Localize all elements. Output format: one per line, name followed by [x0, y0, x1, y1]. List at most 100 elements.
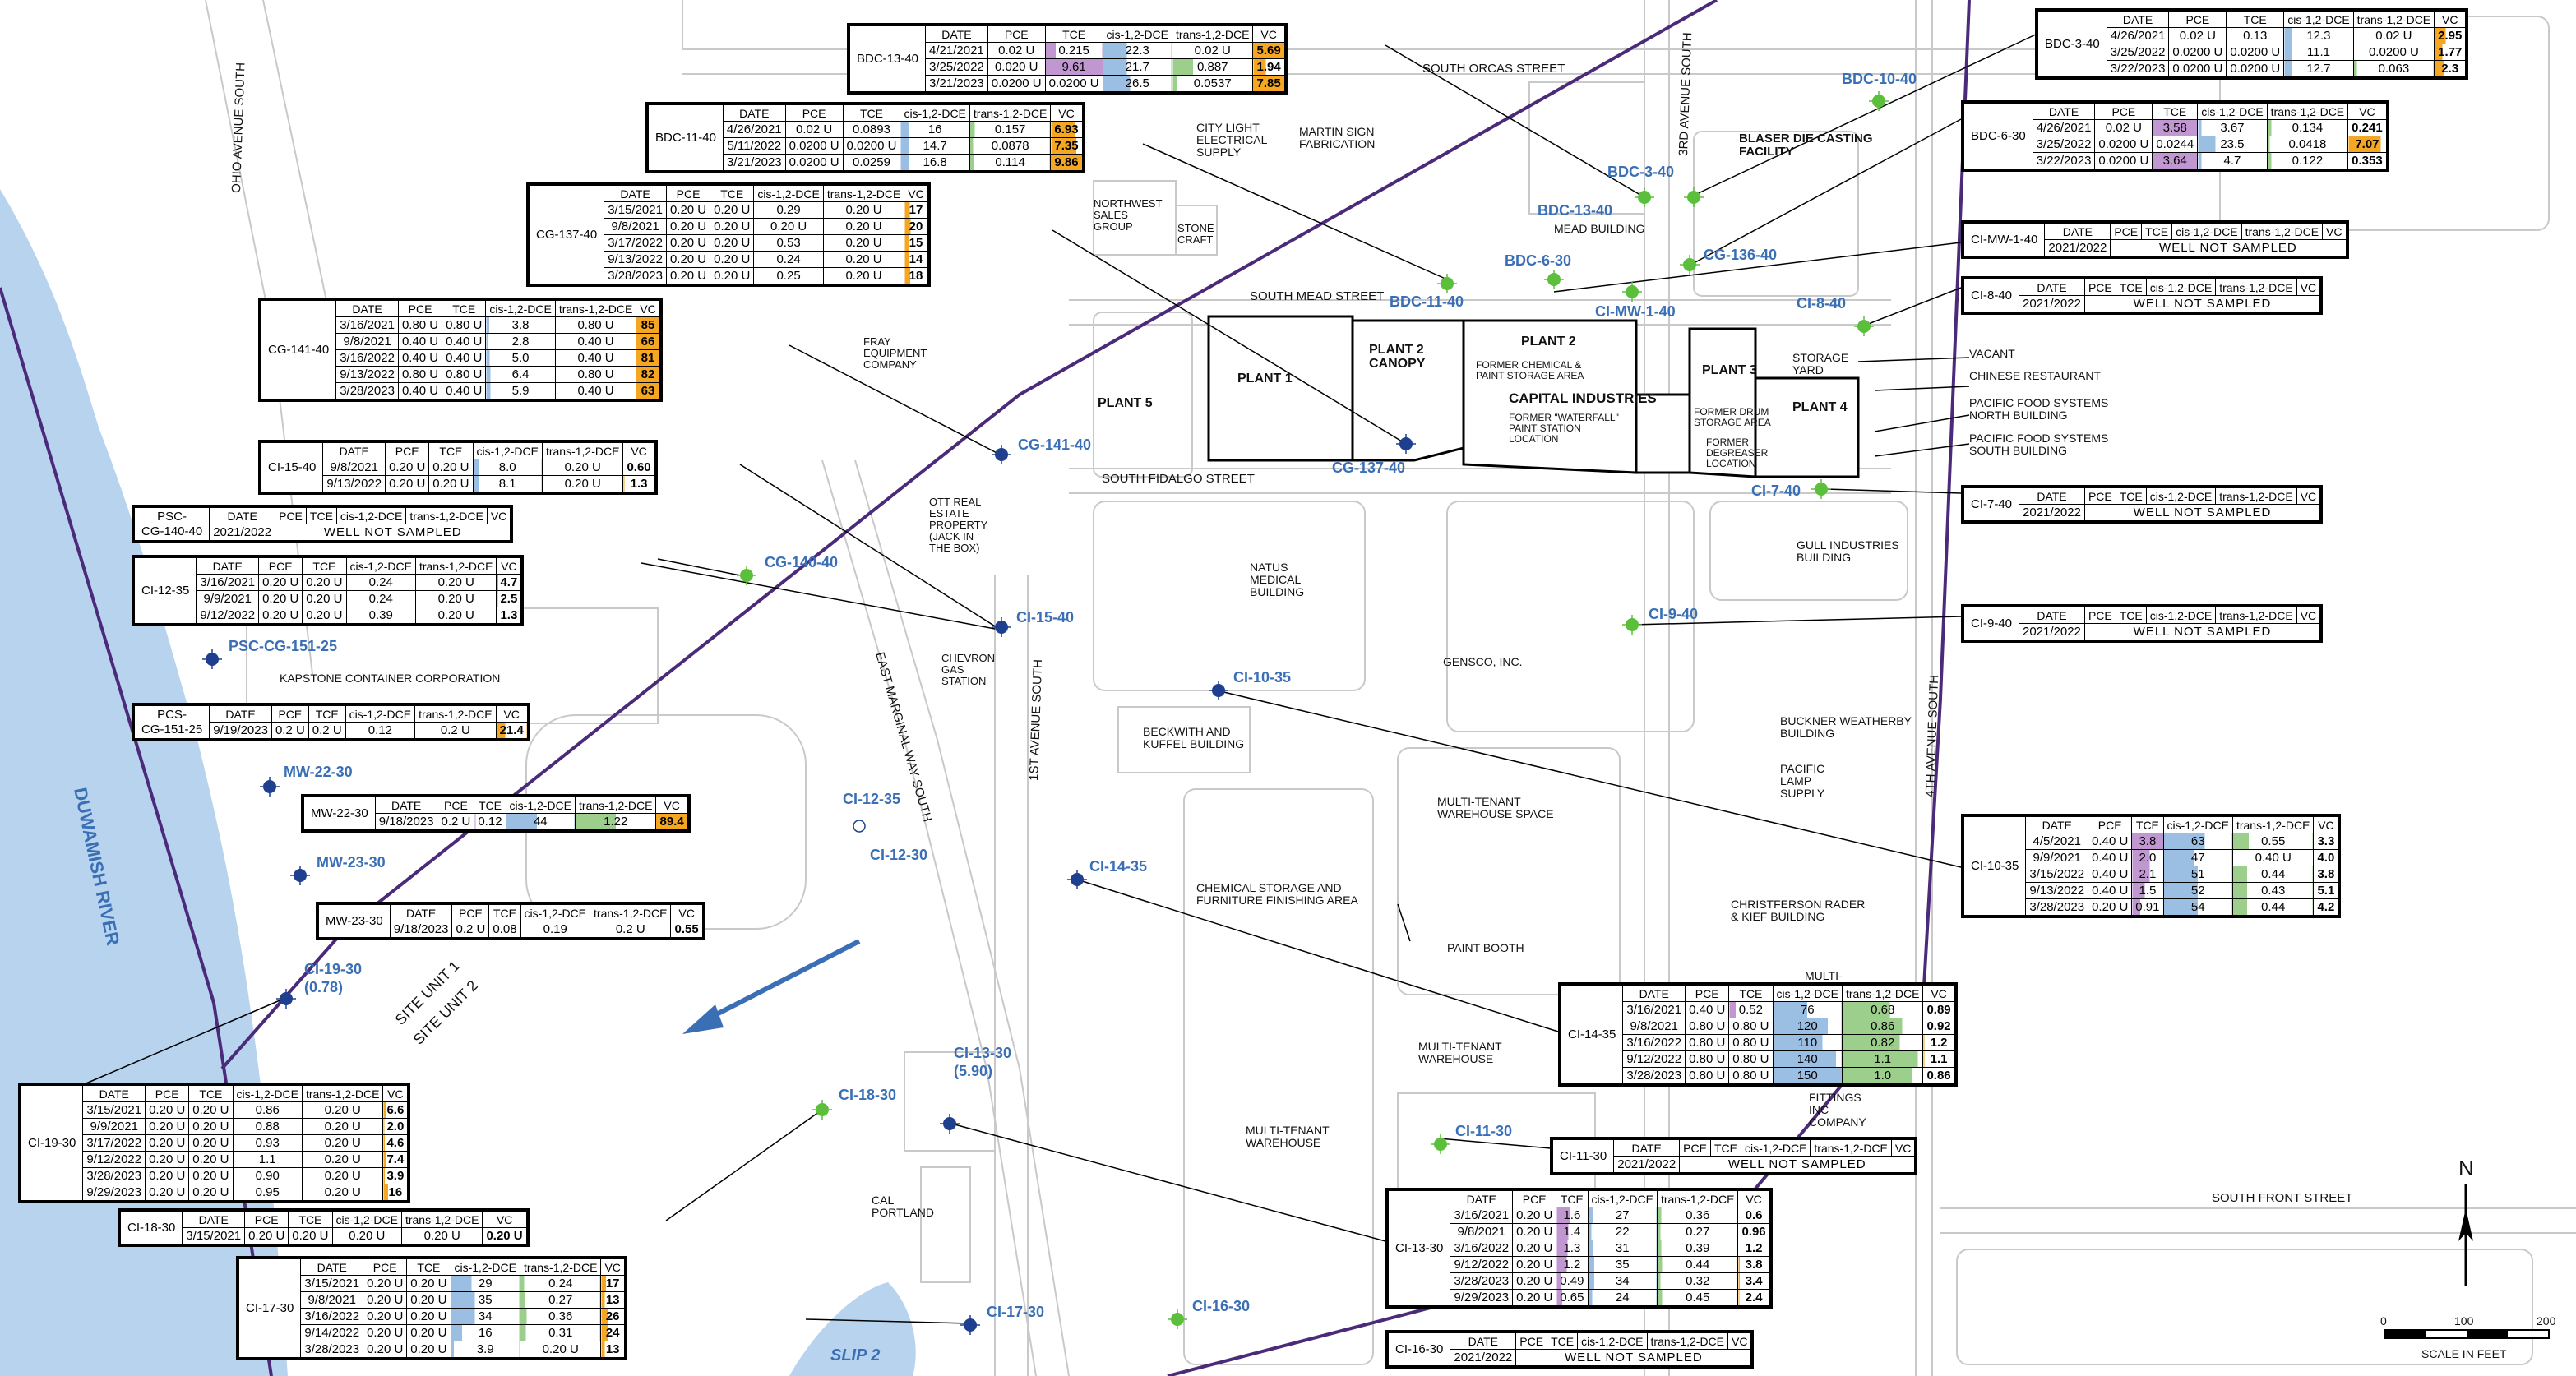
well-ci-11-30[interactable]: CI-11-30 — [1431, 1123, 1512, 1154]
well-cg-136-40[interactable]: CG-136-40 — [1680, 247, 1777, 275]
table-header: PCE — [275, 507, 307, 524]
table-cell: 12.7 — [2283, 60, 2354, 77]
building-label-line: OTT REAL — [929, 496, 981, 508]
table-cell: 13 — [600, 1291, 625, 1309]
table-well-name: CI-19-30 — [20, 1085, 84, 1201]
well-bdc-13-40[interactable]: BDC-13-40 — [1538, 187, 1654, 219]
well-ci-mw-1-40[interactable]: CI-MW-1-40 — [1595, 282, 1676, 320]
well-mw-22-30[interactable]: MW-22-30 — [260, 764, 353, 797]
table-header: VC — [482, 1211, 527, 1228]
well-ci-17-30[interactable]: CI-17-30 — [960, 1304, 1044, 1335]
table-cell: 9/29/2023 — [1450, 1289, 1514, 1306]
table-cell: 0.80 U — [397, 366, 443, 383]
well-ci-14-35[interactable]: CI-14-35 — [1067, 858, 1147, 889]
table-cell: 0.80 U — [1728, 1067, 1774, 1084]
table-well-name: CI-11-30 — [1552, 1139, 1615, 1173]
table-cell: 3.8 — [2313, 866, 2339, 883]
table-cell: 1.77 — [2434, 44, 2467, 61]
well-mw-23-30[interactable]: MW-23-30 — [290, 854, 386, 885]
well-cg-140-40[interactable]: CG-140-40 — [737, 554, 838, 585]
table-header: TCE — [2115, 607, 2147, 624]
table-header: DATE — [722, 104, 786, 122]
table-header: trans-1,2-DCE — [1810, 1139, 1892, 1157]
table-cell: 0.80 U — [1685, 1067, 1730, 1084]
building-label-line: FORMER "WATERFALL" — [1509, 412, 1619, 423]
table-cell: 0.0200 U — [784, 137, 844, 155]
well-marker-icon — [853, 820, 866, 833]
building-label-vacant: VACANT — [1969, 347, 2015, 360]
table-well-name: CI-7-40 — [1963, 487, 2020, 521]
table-cell: 0.20 U — [1512, 1272, 1557, 1290]
table-cell: 0.02 U — [1172, 42, 1254, 59]
well-ci-15-40[interactable]: CI-15-40 — [992, 609, 1074, 637]
well-label: CI-9-40 — [1649, 606, 1698, 622]
table-cell: 0.86 — [232, 1101, 303, 1119]
table-cell: 0.20 U — [258, 574, 303, 591]
table-cell: 150 — [1772, 1067, 1843, 1084]
well-ci-10-35[interactable]: CI-10-35 — [1209, 669, 1291, 700]
table-well-name: CG-137-40 — [528, 185, 605, 284]
table-header: TCE — [1728, 985, 1774, 1002]
table-cell: 0.20 U — [385, 475, 430, 492]
well-ci-12-30[interactable]: CI-12-30 — [870, 847, 927, 863]
table-cell: 0.20 U — [753, 218, 824, 235]
well-cg-137-40[interactable]: CG-137-40 — [1332, 434, 1416, 476]
well-label: CG-141-40 — [1018, 436, 1091, 453]
well-cg-141-40[interactable]: CG-141-40 — [992, 436, 1091, 464]
well-bdc-6-30[interactable]: BDC-6-30 — [1505, 252, 1571, 289]
well-ci-19-30[interactable]: CI-19-30(0.78) — [276, 961, 362, 1009]
table-cell: 2.4 — [1737, 1289, 1770, 1306]
well-ci-7-40[interactable]: CI-7-40 — [1751, 479, 1831, 499]
well-ci-12-35[interactable]: CI-12-35 — [843, 791, 900, 833]
well-bdc-11-40[interactable]: BDC-11-40 — [1390, 274, 1464, 310]
table-cell: 9/8/2021 — [1622, 1018, 1686, 1035]
table-cell: 0.20 U — [710, 201, 755, 219]
building-label-line: SOUTH BUILDING — [1969, 444, 2067, 457]
table-cell: 9/9/2021 — [2025, 849, 2089, 866]
table-cell: 4/5/2021 — [2025, 833, 2089, 850]
table-cell: 2.1 — [2131, 866, 2164, 883]
table-cell: 76 — [1772, 1001, 1843, 1018]
table-cell: 0.20 U — [665, 251, 711, 268]
table-cell: 0.20 U — [301, 1101, 384, 1119]
well-psc-cg-151-25[interactable]: PSC-CG-151-25 — [202, 638, 337, 669]
table-cell: 0.53 — [753, 234, 824, 252]
table-header: PCE — [244, 1211, 289, 1228]
table-header: PCE — [145, 1085, 190, 1102]
table-cell: 0.20 U — [665, 201, 711, 219]
table-cell: 0.08 — [488, 921, 521, 938]
well-ci-18-30[interactable]: CI-18-30 — [812, 1087, 896, 1120]
well-ci-8-40[interactable]: CI-8-40 — [1797, 295, 1874, 336]
table-cell: 0.0200 U — [784, 154, 844, 171]
table-header: cis-1,2-DCE — [345, 705, 416, 723]
building-label-line: EQUIPMENT — [863, 347, 927, 359]
well-ci-9-40[interactable]: CI-9-40 — [1622, 606, 1698, 635]
well-label: PSC-CG-151-25 — [229, 638, 337, 654]
building-label-line: YARD — [1792, 363, 1824, 376]
table-cell: 1.5 — [2131, 882, 2164, 899]
table-cell: 3/16/2021 — [196, 574, 260, 591]
table-cell: 0.157 — [969, 121, 1052, 138]
table-cell: 3/16/2021 — [1622, 1001, 1686, 1018]
well-ci-16-30[interactable]: CI-16-30 — [1168, 1298, 1250, 1329]
well-bdc-10-40[interactable]: BDC-10-40 — [1842, 71, 1917, 111]
well-bdc-3-40[interactable]: BDC-3-40 — [1607, 164, 1704, 207]
well-ci-13-30[interactable]: CI-13-30(5.90) — [940, 1045, 1011, 1134]
